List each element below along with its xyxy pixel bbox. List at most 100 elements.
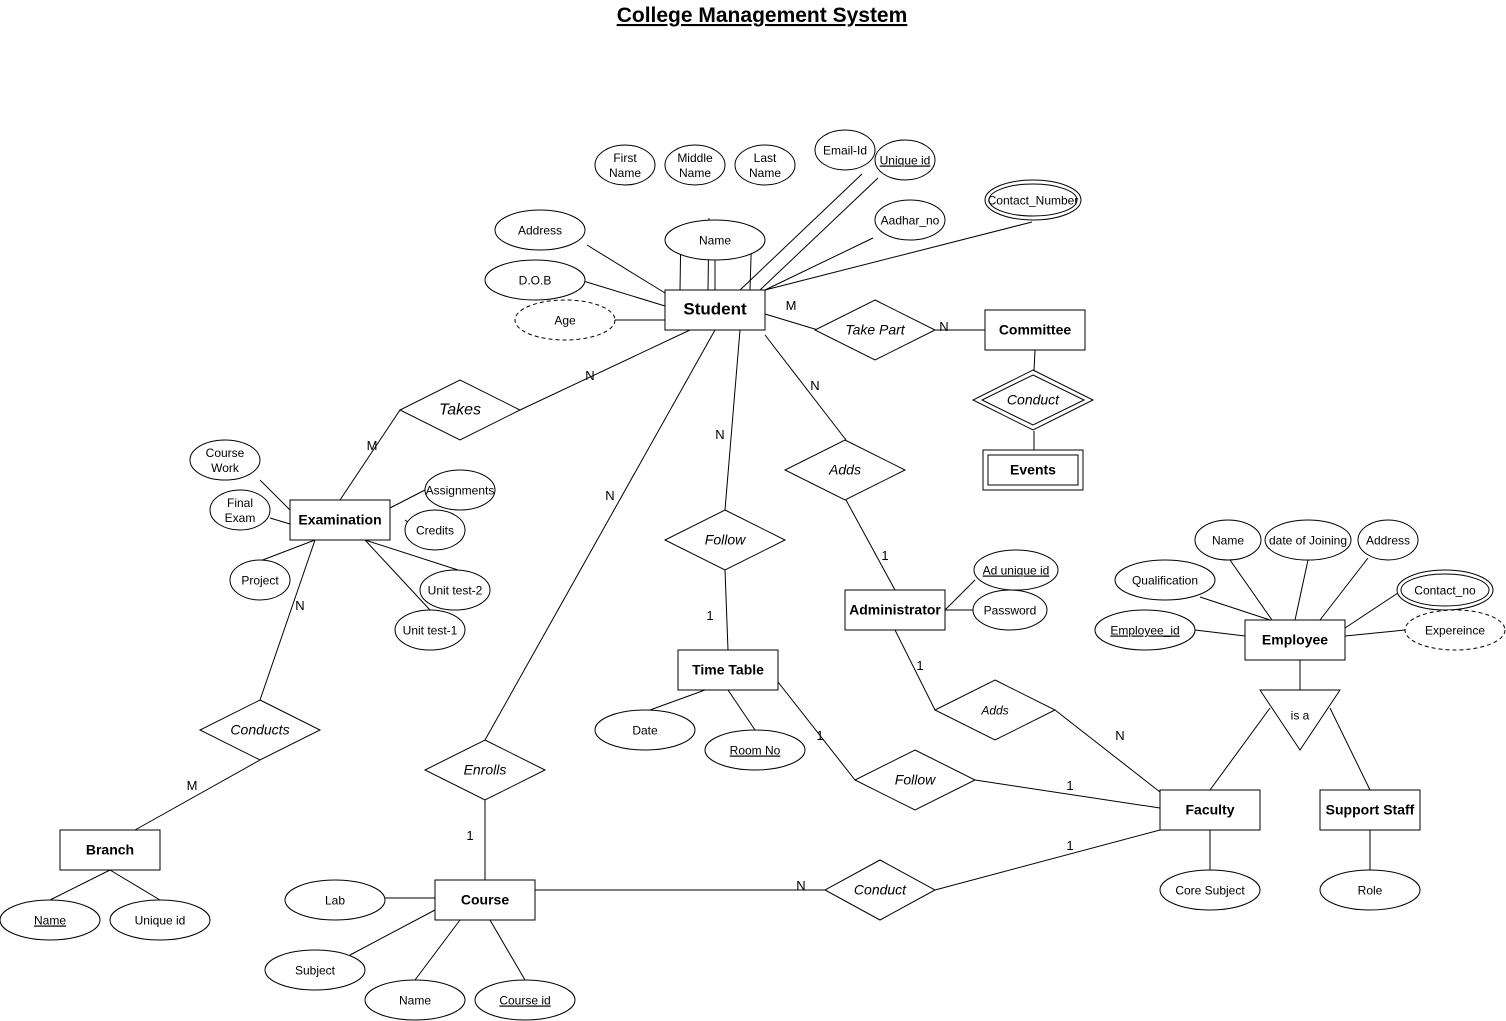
entity-label: Examination [298,512,381,528]
relationship-conduct_events[interactable]: Conduct [971,369,1095,431]
entity-course[interactable]: Course [434,879,536,921]
connector-line [364,539,431,611]
attribute-date[interactable]: Date [594,709,696,751]
relationship-takepart[interactable]: Take Part [813,299,937,361]
attribute-dob[interactable]: D.O.B [484,259,586,301]
attribute-assignments[interactable]: Assignments [424,469,496,511]
attribute-roomno[interactable]: Room No [704,729,806,771]
relationship-conducts[interactable]: Conducts [198,699,322,761]
attribute-label: Password [984,604,1037,618]
connector-line [764,221,1033,291]
entity-faculty[interactable]: Faculty [1159,789,1261,831]
attribute-name_course[interactable]: Name [364,979,466,1021]
relationship-takes[interactable]: Takes [398,379,522,441]
relationship-conduct_course[interactable]: Conduct [823,859,937,921]
connector-line [484,329,716,741]
attribute-ellipse [874,139,936,181]
relationship-enrolls[interactable]: Enrolls [423,739,547,801]
entity-supportstaff[interactable]: Support Staff [1319,789,1421,831]
entity-label: Support Staff [1326,802,1415,818]
relationship-follow_student[interactable]: Follow [663,509,787,571]
attribute-unittest1[interactable]: Unit test-1 [394,609,466,651]
attribute-name_student[interactable]: Name [664,219,766,261]
attribute-role[interactable]: Role [1319,869,1421,911]
attribute-address_student[interactable]: Address [494,209,586,251]
attribute-qualification[interactable]: Qualification [1114,559,1216,601]
relationship-diamond [853,749,977,811]
attribute-uniqueid_branch[interactable]: Unique id [109,899,211,941]
attribute-label: Employee_id [1110,624,1179,638]
connector-line [259,539,316,562]
cardinality-c_conducts_branch: M [187,778,198,793]
entity-branch[interactable]: Branch [59,829,161,871]
relationship-follow_faculty[interactable]: Follow [853,749,977,811]
attribute-age[interactable]: Age [514,299,616,341]
connector-line [649,689,706,711]
relationship-diamond [933,679,1057,741]
entity-timetable[interactable]: Time Table [677,649,779,691]
attribute-ellipse [514,299,616,341]
entity-administrator[interactable]: Administrator [844,589,946,631]
attribute-contact_no[interactable]: Contact_no [1396,569,1494,611]
attribute-label: Date [632,724,658,738]
entity-box [1319,789,1421,831]
attribute-coresubject[interactable]: Core Subject [1159,869,1261,911]
entity-examination[interactable]: Examination [289,499,391,541]
entity-events[interactable]: Events [982,449,1084,491]
entity-student[interactable]: Student [664,289,766,331]
relationship-label: Follow [895,772,936,788]
attribute-email[interactable]: Email-Id [814,129,876,171]
relationship-diamond [971,369,1095,431]
attribute-employee_id[interactable]: Employee_id [1094,609,1196,651]
attribute-courseid[interactable]: Course id [474,979,576,1021]
attribute-label: Name [1212,534,1244,548]
entity-employee[interactable]: Employee [1244,619,1346,661]
attribute-address_employee[interactable]: Address [1357,519,1419,561]
relationship-label: Enrolls [464,762,507,778]
relationship-label: Take Part [845,322,906,338]
attribute-contact_number[interactable]: Contact_Number [984,179,1082,221]
isa-triangle[interactable]: is a [1259,689,1341,751]
attribute-expereince[interactable]: Expereince [1404,609,1506,651]
cardinality-c_adds_admin: 1 [881,548,888,563]
relationship-diamond [423,739,547,801]
entity-committee[interactable]: Committee [984,309,1086,351]
connector-line [1199,596,1271,621]
attribute-password[interactable]: Password [972,589,1048,631]
attribute-aadhar[interactable]: Aadhar_no [874,199,946,241]
connector-line [727,689,756,731]
entity-box [289,499,391,541]
cardinality-c_enrolls_course: 1 [466,828,473,843]
relationship-adds_faculty[interactable]: Adds [933,679,1057,741]
connector-line [259,539,316,701]
attribute-label: Course id [499,994,550,1008]
attribute-ad_uniqueid[interactable]: Ad unique id [973,549,1059,591]
attribute-dateofjoining[interactable]: date of Joining [1264,519,1352,561]
attribute-project[interactable]: Project [229,559,291,601]
cardinality-c_student_enrolls: N [605,488,614,503]
attribute-ellipse [394,609,466,651]
attribute-unittest2[interactable]: Unit test-2 [419,569,491,611]
relationship-adds_student[interactable]: Adds [783,439,907,501]
connector-line [739,173,863,291]
attribute-name_branch[interactable]: Name [0,899,101,941]
attribute-ellipse [664,144,726,186]
attribute-name_employee[interactable]: Name [1194,519,1262,561]
attribute-lab[interactable]: Lab [284,879,386,921]
attribute-label: Unit test-2 [428,584,483,598]
attribute-uniqueid_student[interactable]: Unique id [874,139,936,181]
entity-label: Faculty [1185,802,1234,818]
attribute-label: Name [699,234,731,248]
attribute-credits[interactable]: Credits [404,509,466,551]
attribute-subject[interactable]: Subject [264,949,366,991]
cardinality-c_student_follow: N [715,427,724,442]
attribute-label: Expereince [1425,624,1485,638]
attribute-ellipse [284,879,386,921]
relationship-diamond [823,859,937,921]
